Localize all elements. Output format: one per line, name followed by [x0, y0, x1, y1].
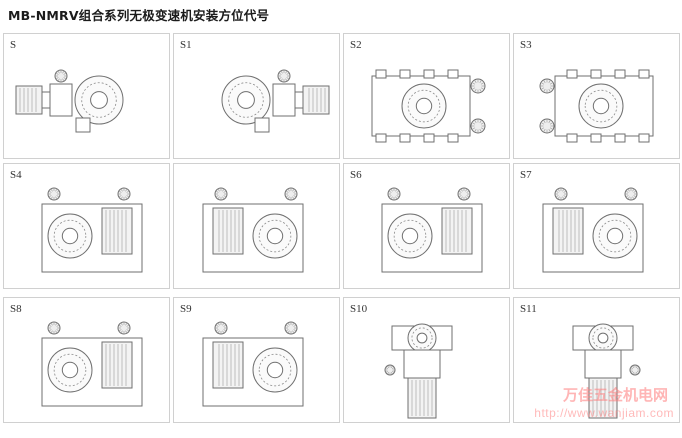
mounting-code-label: S9: [180, 303, 192, 315]
mounting-code-label: S6: [350, 169, 362, 181]
mounting-code-label: S: [10, 39, 17, 51]
gearbox-drawing: [41, 187, 143, 273]
gearbox-drawing: [202, 187, 304, 273]
mounting-position-cell: S8: [3, 297, 170, 423]
mounting-code-label: S1: [180, 39, 192, 51]
gearbox-drawing: [41, 321, 143, 407]
mounting-position-cell: S6: [343, 163, 510, 289]
mounting-code-label: S7: [520, 169, 532, 181]
mounting-code-label: S8: [10, 303, 22, 315]
gearbox-drawing: [384, 323, 453, 419]
page-title: MB-NMRV组合系列无极变速机安装方位代号: [8, 8, 270, 23]
gearbox-drawing: [202, 321, 304, 407]
gearbox-drawing: [542, 187, 644, 273]
mounting-code-label: S11: [520, 303, 537, 315]
gearbox-drawing: [221, 69, 330, 133]
gearbox-drawing: [371, 69, 486, 143]
mounting-code-label: S4: [10, 169, 22, 181]
mounting-position-cell: S: [3, 33, 170, 159]
mounting-position-cell: S10: [343, 297, 510, 423]
mounting-position-cell: [173, 163, 340, 289]
gearbox-drawing: [15, 69, 124, 133]
mounting-code-label: S2: [350, 39, 362, 51]
mounting-code-label: S3: [520, 39, 532, 51]
mounting-position-cell: S4: [3, 163, 170, 289]
gearbox-drawing: [539, 69, 654, 143]
mounting-position-cell: S7: [513, 163, 680, 289]
mounting-position-cell: S9: [173, 297, 340, 423]
mounting-position-cell: S11: [513, 297, 680, 423]
mounting-position-cell: S2: [343, 33, 510, 159]
gearbox-drawing: [381, 187, 483, 273]
mounting-position-cell: S3: [513, 33, 680, 159]
mounting-position-cell: S1: [173, 33, 340, 159]
gearbox-drawing: [572, 323, 641, 419]
mounting-code-label: S10: [350, 303, 368, 315]
